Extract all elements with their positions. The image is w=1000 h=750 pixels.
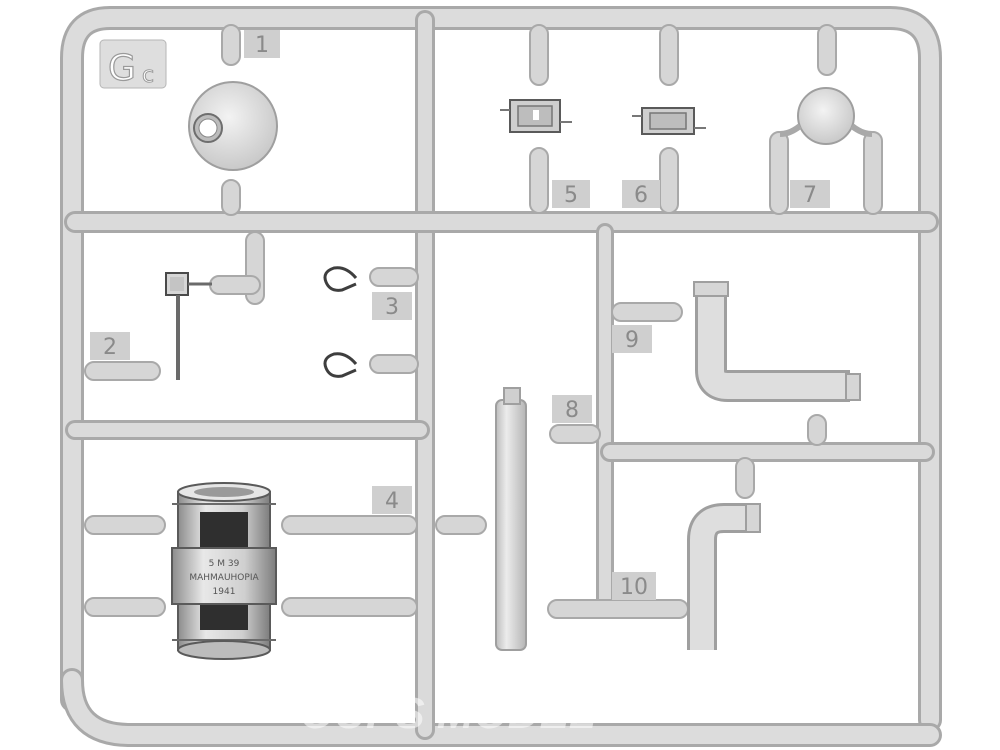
gates: [84, 24, 883, 619]
part-3-clips: [323, 266, 358, 378]
part-labels: 1 2 3 4 5 6 7 8: [90, 30, 830, 600]
part-2-lever: [165, 272, 212, 380]
sprue-frame: [60, 6, 942, 747]
label-8: 8: [552, 395, 592, 423]
svg-text:8: 8: [565, 398, 579, 423]
part-7-dome: [779, 87, 873, 145]
inner-runners: [64, 10, 939, 740]
label-6: 6: [622, 180, 660, 208]
part-10-pipe: [687, 503, 761, 650]
part-4-cylinder: 5 M 39 MAHMAUHOPIA 1941: [171, 482, 277, 660]
watermark-text: OUPS MODEL: [300, 689, 596, 738]
part-8-tube: [495, 387, 527, 651]
label-7: 7: [790, 180, 830, 208]
svg-text:1: 1: [255, 33, 269, 58]
svg-text:3: 3: [385, 295, 399, 320]
svg-text:7: 7: [803, 183, 817, 208]
engraving-line-1: 5 M 39: [209, 559, 240, 569]
part-5-bracket: [500, 99, 572, 133]
part-9-pipe: [693, 281, 861, 402]
svg-text:5: 5: [564, 183, 578, 208]
label-5: 5: [552, 180, 590, 208]
svg-text:2: 2: [103, 335, 117, 360]
label-1: 1: [244, 30, 280, 58]
part-6-bracket: [632, 107, 706, 135]
svg-text:10: 10: [620, 575, 648, 600]
label-10: 10: [612, 572, 656, 600]
svg-text:6: 6: [634, 183, 648, 208]
label-2: 2: [90, 332, 130, 360]
engraving-line-3: 1941: [213, 587, 236, 597]
label-9: 9: [612, 325, 652, 353]
sprue-code-letter: G: [108, 48, 136, 89]
svg-text:9: 9: [625, 328, 639, 353]
sprue-code-sub: c: [142, 63, 154, 88]
part-1-disc: [188, 81, 278, 171]
engraving-line-2: MAHMAUHOPIA: [189, 573, 259, 583]
sprue-code-badge: G c: [99, 39, 167, 90]
label-3: 3: [372, 292, 412, 320]
svg-text:4: 4: [385, 489, 399, 514]
label-4: 4: [372, 486, 412, 514]
